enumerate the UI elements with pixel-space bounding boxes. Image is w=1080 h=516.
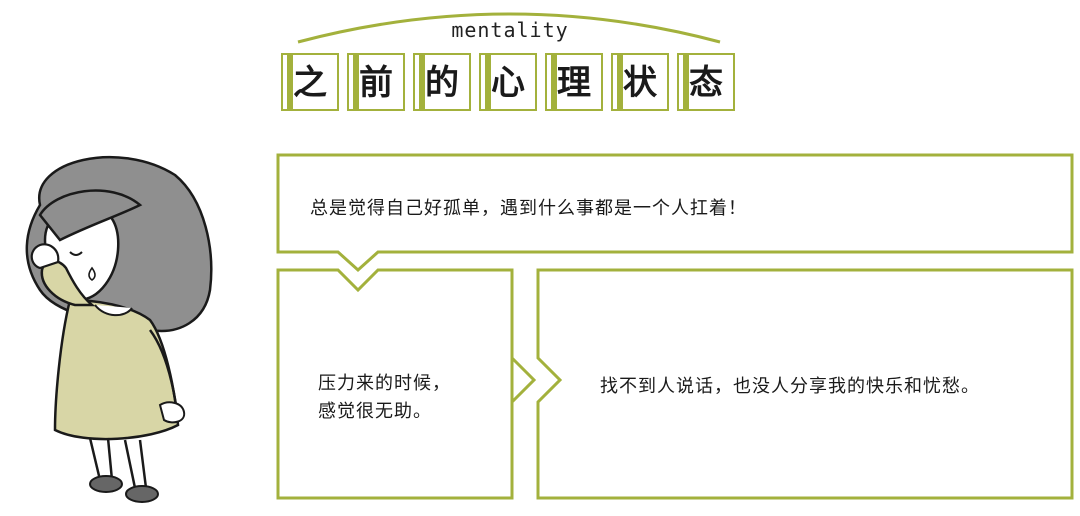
dress (53, 298, 180, 441)
collar (94, 304, 133, 317)
title-char-7: 态 (689, 63, 723, 103)
right-box-text: 找不到人说话，也没人分享我的快乐和忧愁。 (600, 376, 980, 397)
title-box-2 (347, 53, 405, 111)
title-box-group (281, 53, 735, 111)
leg-right (123, 439, 137, 489)
shoe-right (125, 485, 159, 503)
title-box-3 (413, 53, 471, 111)
leg-left (88, 437, 102, 481)
tear-icon (88, 266, 96, 281)
hair-bangs (38, 189, 143, 242)
header-subtitle: mentality (451, 18, 569, 42)
other-hand (158, 401, 186, 424)
top-speech-box (276, 153, 1074, 273)
hand (30, 243, 60, 270)
title-box-1 (281, 53, 339, 111)
title-char-3: 的 (425, 63, 459, 103)
title-char-2: 前 (359, 63, 393, 103)
title-char-5: 理 (557, 63, 591, 103)
title-char-1: 之 (293, 63, 327, 103)
title-char-6: 状 (623, 63, 657, 103)
leg-left-inner (106, 437, 114, 481)
title-box-4 (479, 53, 537, 111)
left-speech-box (276, 268, 514, 500)
shoe-left (89, 475, 123, 493)
title-box-5 (545, 53, 603, 111)
eye (69, 251, 83, 256)
box-connector-arrow (510, 356, 537, 404)
right-speech-box (536, 268, 1074, 500)
other-arm (148, 329, 178, 406)
title-char-4: 心 (491, 63, 525, 103)
left-box-line-1: 压力来的时候， (318, 373, 451, 394)
header-arc (297, 12, 721, 44)
left-box-text: 压力来的时候， 感觉很无助。 (318, 370, 498, 426)
crying-girl-illustration (25, 155, 213, 503)
leg-right-inner (138, 439, 148, 489)
top-box-text: 总是觉得自己好孤单，遇到什么事都是一个人扛着！ (310, 198, 747, 219)
title-box-7 (677, 53, 735, 111)
left-box-line-2: 感觉很无助。 (318, 401, 432, 422)
title-box-6 (611, 53, 669, 111)
